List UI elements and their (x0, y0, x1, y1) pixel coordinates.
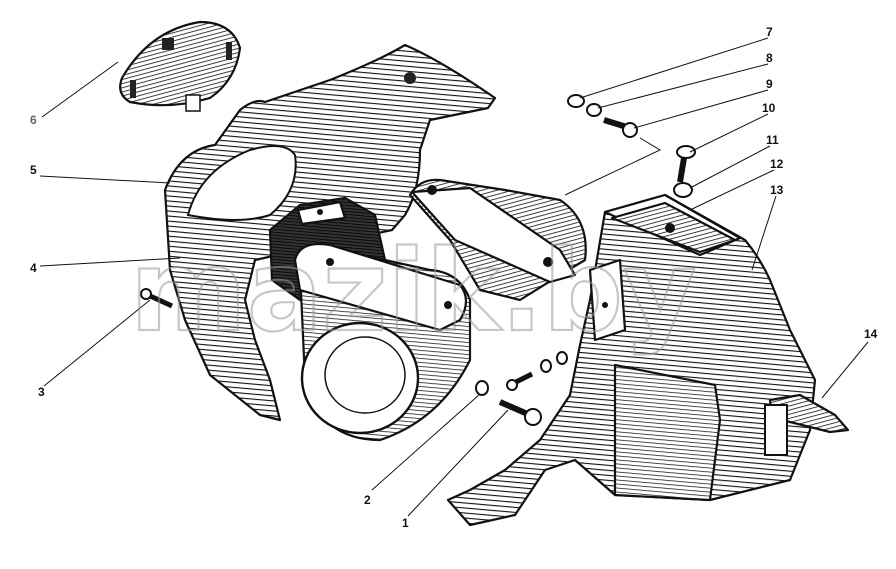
callout-4: 4 (30, 261, 37, 275)
bolt-9 (603, 117, 638, 138)
washer-7 (567, 94, 585, 108)
bolt-1 (498, 399, 542, 426)
callout-13: 13 (770, 183, 784, 197)
callout-2: 2 (364, 493, 371, 507)
screw-10 (676, 145, 696, 183)
right-casing-part (446, 193, 817, 527)
callout-11: 11 (766, 133, 779, 147)
assembly-axis-line (564, 137, 662, 196)
callout-labels: 7 8 9 10 11 12 13 14 6 5 4 3 2 1 (30, 25, 878, 530)
leader-lines (39, 37, 869, 517)
callout-6: 6 (30, 113, 37, 127)
washer-11 (673, 182, 693, 198)
lever-part (764, 393, 850, 456)
callout-3: 3 (38, 385, 45, 399)
callout-10: 10 (762, 101, 776, 115)
callout-5: 5 (30, 163, 37, 177)
callout-1: 1 (402, 516, 409, 530)
callout-8: 8 (766, 51, 773, 65)
screw-3 (140, 288, 174, 309)
upper-bracket-part (408, 178, 587, 302)
callout-12: 12 (770, 157, 784, 171)
callout-14: 14 (864, 327, 878, 341)
washer-2 (475, 380, 489, 396)
ring-clamp-part (293, 242, 472, 442)
callout-9: 9 (766, 77, 773, 91)
callout-7: 7 (766, 25, 773, 39)
watermark-text: mazik.by (130, 227, 696, 357)
washer-8 (586, 103, 602, 117)
cover-plate-part (119, 20, 242, 112)
